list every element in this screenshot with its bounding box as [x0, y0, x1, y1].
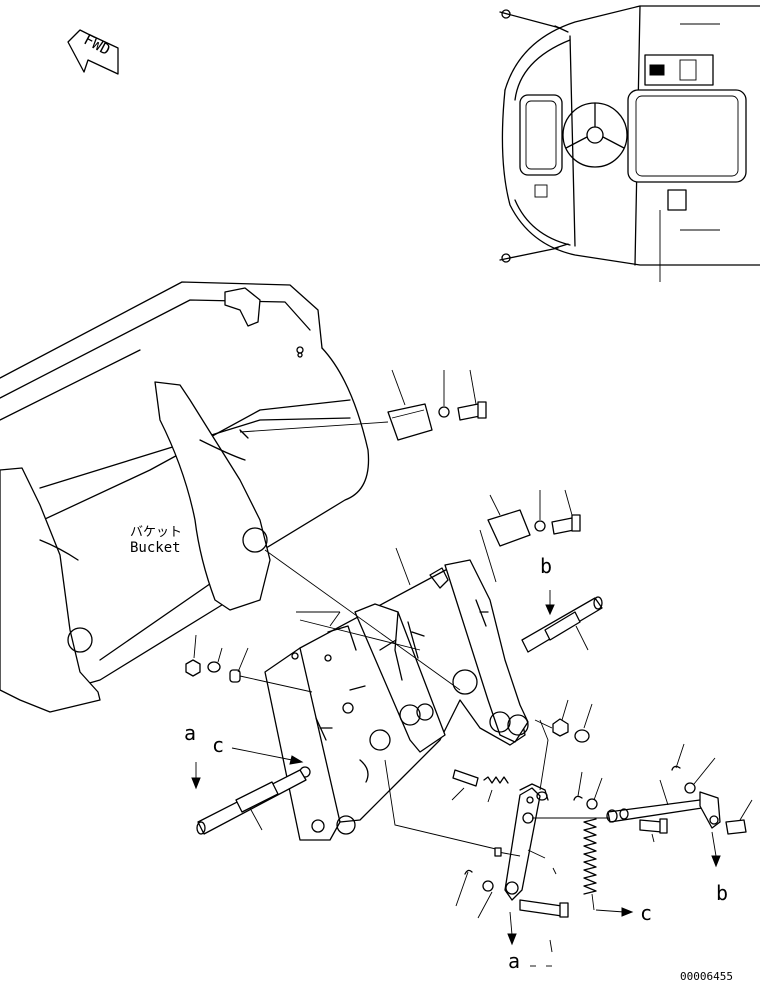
pin-b: b	[521, 554, 603, 653]
bucket-label-jp: バケット	[130, 525, 182, 540]
right-fasteners	[534, 699, 593, 791]
bucket: バケット Bucket	[0, 281, 370, 713]
callout-c-right: c	[640, 901, 652, 925]
callout-a-bottom: a	[508, 949, 520, 973]
lever-rod: b	[573, 743, 753, 905]
operator-cab-view	[499, 5, 760, 282]
left-fasteners	[185, 634, 313, 693]
pin-a: a c	[184, 721, 307, 835]
drawing-number: 00006455	[680, 970, 733, 983]
quick-coupler-frame	[264, 547, 529, 851]
bucket-label-en: Bucket	[130, 540, 181, 556]
spring-assembly	[451, 769, 597, 911]
callout-a-left: a	[184, 721, 196, 745]
callout-c-left: c	[212, 733, 224, 757]
callout-b-top: b	[540, 554, 552, 578]
cover-plate-middle	[479, 489, 581, 583]
cover-plate-upper	[239, 369, 487, 441]
lever-link: a c	[455, 783, 652, 973]
callout-b-right: b	[716, 881, 728, 905]
fwd-arrow: FWD	[67, 29, 119, 75]
